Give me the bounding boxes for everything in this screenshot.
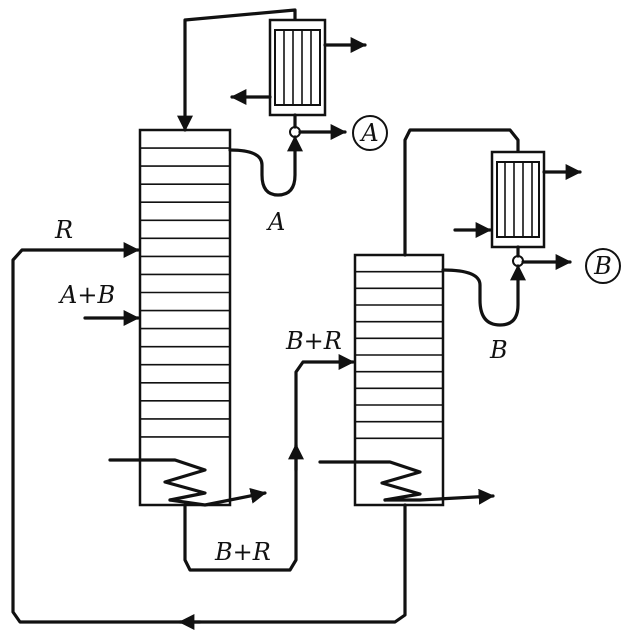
product-a-circle <box>352 115 388 151</box>
reflux-a-label: A <box>266 208 285 236</box>
bottoms-br-label: B+R <box>214 538 271 566</box>
feed-ab-label: A+B <box>58 281 115 309</box>
feed-r-label: R <box>54 216 73 244</box>
distillation-column-1 <box>108 128 267 507</box>
reboiler-coil-icon <box>108 458 267 507</box>
product-b-label: B <box>593 252 612 280</box>
condenser-icon <box>453 150 582 249</box>
feed-br-label: B+R <box>285 327 342 355</box>
column-2-trays <box>355 270 443 440</box>
condenser-icon <box>230 18 367 117</box>
product-b-circle <box>585 248 621 284</box>
overhead-vapor-line-1 <box>177 8 297 132</box>
reboiler-coil-icon <box>318 460 495 505</box>
bottoms-br-line <box>183 354 355 572</box>
product-a-label: A <box>359 119 378 147</box>
reflux-b-label: B <box>489 336 508 364</box>
column-1-trays <box>140 147 230 438</box>
recycle-r-line <box>11 242 407 624</box>
reflux-line-2 <box>441 264 526 327</box>
reflux-line-1 <box>228 135 303 197</box>
overhead-vapor-line-2 <box>403 128 520 257</box>
distillation-column-2 <box>318 253 495 507</box>
